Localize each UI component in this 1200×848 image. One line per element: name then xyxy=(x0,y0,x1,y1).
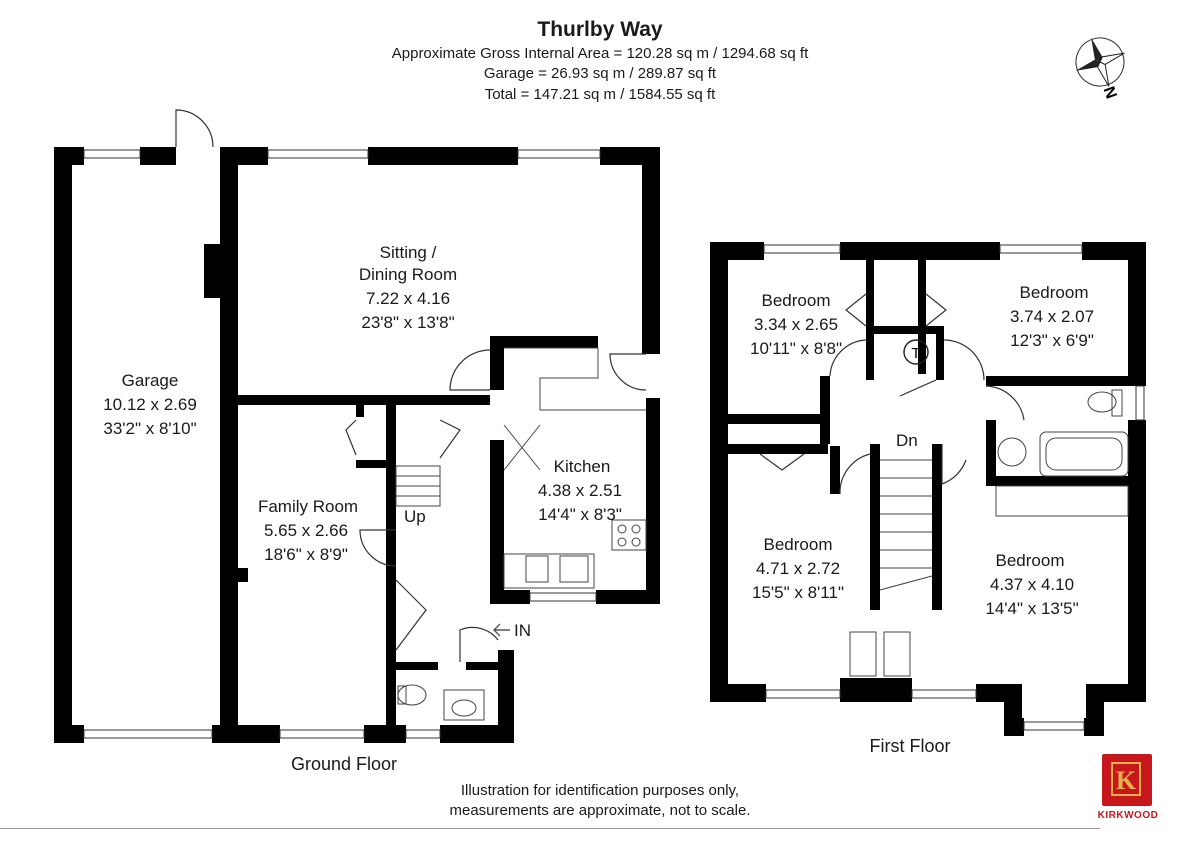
room-metric: 3.34 x 2.65 xyxy=(754,315,838,334)
garage-area: Garage = 26.93 sq m / 289.87 sq ft xyxy=(483,65,717,82)
room-bedroom-sw: Bedroom 4.71 x 2.72 15'5" x 8'11" xyxy=(752,535,844,602)
room-imperial: 12'3" x 6'9" xyxy=(1010,331,1094,350)
room-metric: 4.71 x 2.72 xyxy=(756,559,840,578)
room-metric: 7.22 x 4.16 xyxy=(366,289,450,308)
room-bedroom-nw: Bedroom 3.34 x 2.65 10'11" x 8'8" xyxy=(750,291,842,358)
room-name: Bedroom xyxy=(764,535,833,554)
room-imperial: 14'4" x 13'5" xyxy=(985,599,1078,618)
room-sitting-dining: Sitting / Dining Room 7.22 x 4.16 23'8" … xyxy=(359,243,457,332)
room-name: Bedroom xyxy=(762,291,831,310)
room-bedroom-se: Bedroom 4.37 x 4.10 14'4" x 13'5" xyxy=(985,551,1078,618)
ground-floor-wc xyxy=(397,684,485,721)
room-imperial: 10'11" x 8'8" xyxy=(750,339,842,358)
ground-floor-doors xyxy=(175,109,647,662)
room-metric: 5.65 x 2.66 xyxy=(264,521,348,540)
room-name: Bedroom xyxy=(996,551,1065,570)
ground-floor-stairs xyxy=(395,465,441,507)
stairs-up-label: Up xyxy=(404,507,426,526)
room-metric: 10.12 x 2.69 xyxy=(103,395,197,414)
gross-internal-area: Approximate Gross Internal Area = 120.28… xyxy=(391,45,809,62)
logo-text: KIRKWOOD xyxy=(1097,810,1159,821)
stairs-down-label: Dn xyxy=(896,431,918,450)
room-imperial: 14'4" x 8'3" xyxy=(538,505,622,524)
entrance-label: IN xyxy=(514,621,531,640)
room-name: Bedroom xyxy=(1020,283,1089,302)
room-name-line1: Sitting / xyxy=(380,243,437,262)
room-bedroom-ne: Bedroom 3.74 x 2.07 12'3" x 6'9" xyxy=(1010,283,1094,350)
compass-north-label: N xyxy=(1101,84,1121,101)
kitchen-fittings xyxy=(503,347,647,589)
room-garage: Garage 10.12 x 2.69 33'2" x 8'10" xyxy=(103,371,197,438)
room-name: Kitchen xyxy=(554,457,611,476)
footer-divider xyxy=(0,828,1100,829)
first-floor-sinks xyxy=(849,485,1129,677)
room-metric: 4.38 x 2.51 xyxy=(538,481,622,500)
room-family: Family Room 5.65 x 2.66 18'6" x 8'9" xyxy=(258,497,358,564)
room-name: Garage xyxy=(122,371,179,390)
first-floor-windows xyxy=(763,244,1145,731)
room-name-line2: Dining Room xyxy=(359,265,457,284)
disclaimer-line-1: Illustration for identification purposes… xyxy=(460,782,740,799)
ground-floor-label: Ground Floor xyxy=(291,754,397,774)
first-floor-label: First Floor xyxy=(870,736,951,756)
room-imperial: 15'5" x 8'11" xyxy=(752,583,844,602)
compass-rose-icon xyxy=(1075,37,1125,87)
room-imperial: 18'6" x 8'9" xyxy=(264,545,348,564)
tank-label: T xyxy=(911,345,920,362)
first-floor-walls xyxy=(710,242,1146,736)
room-name: Family Room xyxy=(258,497,358,516)
first-floor-stairs xyxy=(879,459,933,591)
disclaimer-line-2: measurements are approximate, not to sca… xyxy=(449,802,751,819)
kirkwood-logo: K xyxy=(1102,754,1152,806)
ground-floor-walls xyxy=(54,147,660,743)
room-imperial: 23'8" x 13'8" xyxy=(361,313,454,332)
ground-floor-windows xyxy=(83,149,601,739)
room-metric: 4.37 x 4.10 xyxy=(990,575,1074,594)
first-floor-tank: T xyxy=(903,339,929,365)
entrance-arrow-icon xyxy=(493,623,510,637)
plan-title: Thurlby Way xyxy=(537,18,663,41)
room-kitchen: Kitchen 4.38 x 2.51 14'4" x 8'3" xyxy=(538,457,622,524)
first-floor-doors xyxy=(759,293,1025,495)
logo-mark: K xyxy=(1111,762,1141,796)
room-imperial: 33'2" x 8'10" xyxy=(103,419,196,438)
total-area: Total = 147.21 sq m / 1584.55 sq ft xyxy=(484,86,716,103)
first-floor-bathroom xyxy=(997,389,1129,477)
room-metric: 3.74 x 2.07 xyxy=(1010,307,1094,326)
